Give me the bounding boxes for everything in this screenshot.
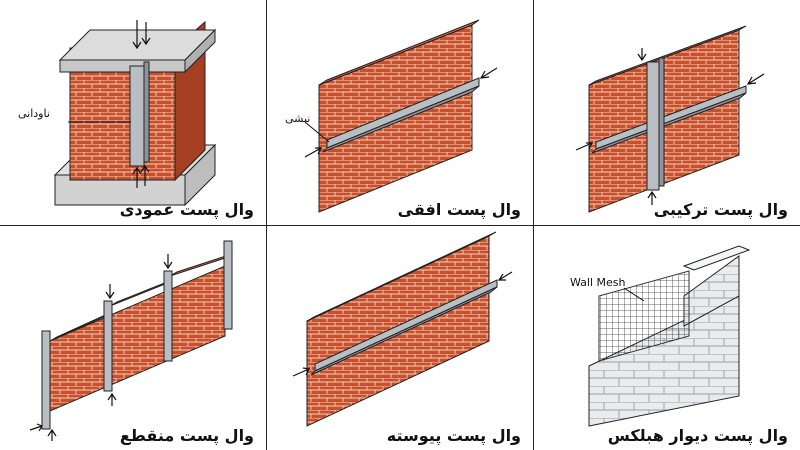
caption-hebel: وال پست دیوار هبلکس	[607, 426, 788, 445]
caption-vertical: وال پست عمودی	[119, 200, 254, 219]
panel-combined-wall-post: وال پست ترکیبی	[534, 0, 800, 225]
caption-discontinuous: وال پست منقطع	[119, 426, 254, 445]
divider-horizontal	[0, 225, 800, 226]
channel-post	[129, 65, 145, 167]
wall-mesh-callout-label: Wall Mesh	[570, 276, 626, 289]
caption-horizontal: وال پست افقی	[397, 200, 521, 219]
panel-discontinuous-wall-post: وال پست منقطع	[0, 226, 266, 450]
wall-mesh	[598, 270, 690, 362]
angle-callout-label: نبشی	[285, 112, 311, 125]
discontinuous-wall-post-illustration	[29, 240, 233, 441]
channel-callout-label: ناودانی	[18, 107, 50, 120]
horizontal-wall-post-illustration	[304, 19, 498, 213]
panel-continuous-wall-post: وال پست پیوسته	[267, 226, 533, 450]
panel-vertical-wall-post: ناودانی وال پست عمودی	[0, 0, 266, 225]
continuous-wall-post-illustration	[292, 231, 513, 427]
panel-hebel-wall-post: Wall Mesh وال پست دیوار هبلکس	[534, 226, 800, 450]
combined-wall-post-illustration	[575, 25, 765, 213]
caption-continuous: وال پست پیوسته	[386, 426, 521, 445]
panel-horizontal-wall-post: نبشی وال پست افقی	[267, 0, 533, 225]
hebel-wall-post-illustration	[588, 245, 751, 427]
caption-combined: وال پست ترکیبی	[653, 200, 788, 219]
vertical-wall-post-illustration	[53, 20, 217, 207]
